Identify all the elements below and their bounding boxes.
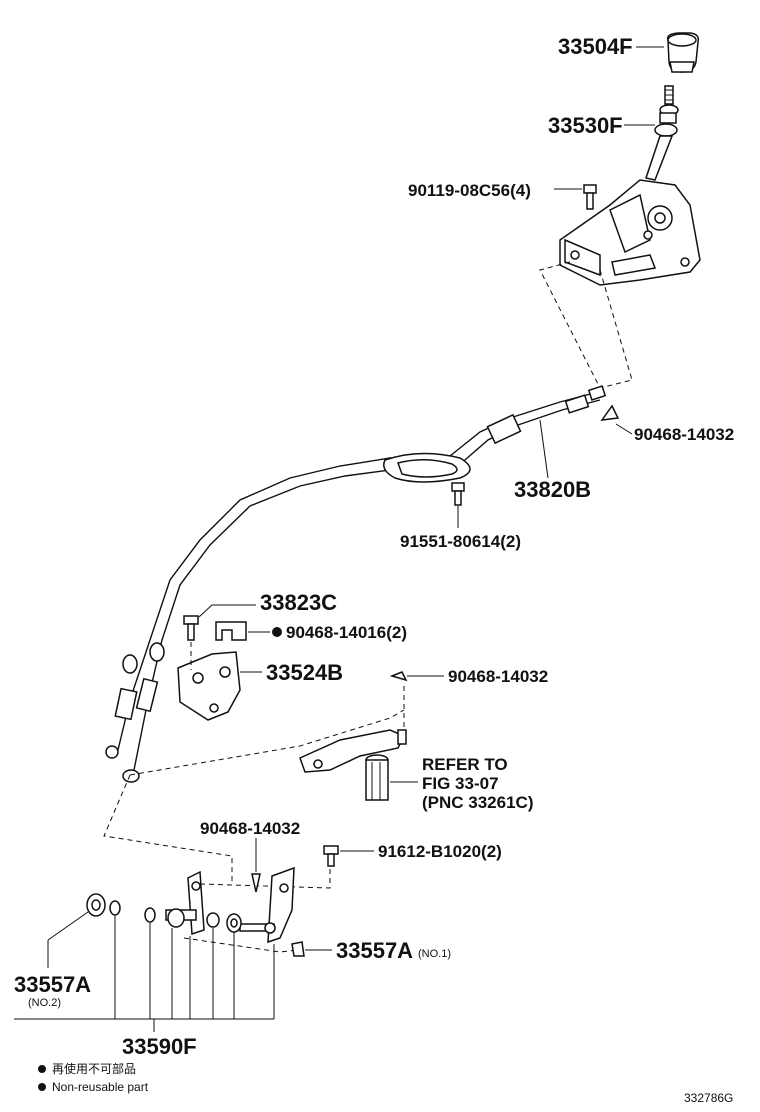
non-reusable-mark-icon [272, 627, 282, 637]
bolt-91551-part[interactable] [451, 482, 465, 506]
washer-2-part[interactable] [144, 907, 156, 923]
legend-line-cn: 再使用不可部品 [52, 1061, 136, 1076]
label-bushing-no1: 33557A [336, 938, 413, 963]
leader-bushing-no2 [47, 911, 89, 941]
leader-clip-top [615, 423, 633, 435]
shift-shaft-assembly-part[interactable] [299, 729, 407, 801]
bracket-33524-part[interactable] [177, 651, 241, 721]
label-bolt-33823: 33823C [260, 590, 337, 615]
shift-linkage-part[interactable] [165, 866, 295, 944]
leader-bolt-33823 [198, 604, 213, 618]
figure-id: 332786G [684, 1091, 733, 1105]
bolt-91612-part[interactable] [323, 845, 339, 867]
label-bolt-90119: 90119-08C56(4) [408, 181, 531, 200]
clip-lower-part[interactable] [251, 873, 261, 893]
shift-knob-part[interactable] [666, 32, 700, 73]
label-kit: 33590F [122, 1034, 197, 1059]
bolt-33823-part[interactable] [183, 615, 199, 641]
transmission-control-cable-part[interactable] [105, 385, 607, 783]
legend-bullet-icon-2 [38, 1083, 46, 1091]
bushing-3-part[interactable] [226, 913, 242, 933]
shift-lever-housing-part[interactable] [559, 179, 701, 286]
label-bracket: 33524B [266, 660, 343, 685]
washer-3-part[interactable] [206, 912, 220, 928]
label-refer-line2: FIG 33-07 [422, 774, 499, 793]
leader-cable [539, 419, 549, 479]
link-cable-shaft [129, 709, 405, 776]
link-cable-linkage [103, 774, 233, 884]
shift-lever-part[interactable] [645, 85, 679, 181]
label-bushing-no1-sub: (NO.1) [418, 948, 451, 960]
label-bushing-no2-sub: (NO.2) [28, 997, 61, 1009]
bushing-no1-part[interactable] [291, 941, 305, 957]
label-refer-line3: (PNC 33261C) [422, 793, 534, 812]
label-clip-mid: 90468-14032 [448, 667, 548, 686]
clip-mid-part[interactable] [389, 671, 408, 682]
label-shift-lever: 33530F [548, 113, 623, 138]
label-bushing-no2: 33557A [14, 972, 91, 997]
label-bolt-91551: 91551-80614(2) [400, 532, 521, 551]
bolt-90119-part[interactable] [583, 184, 597, 210]
bushing-no2-part[interactable] [86, 893, 106, 917]
label-refer-line1: REFER TO [422, 755, 508, 774]
label-clip-lower: 90468-14032 [200, 819, 300, 838]
clip-14016-part[interactable] [215, 621, 247, 641]
kit-bracket-lines [14, 916, 275, 1032]
label-shift-knob: 33504F [558, 34, 633, 59]
legend-bullet-icon [38, 1065, 46, 1073]
washer-1-part[interactable] [109, 900, 121, 916]
label-bolt-91612: 91612-B1020(2) [378, 842, 502, 861]
label-clip-14016: 90468-14016(2) [286, 623, 407, 642]
label-cable: 33820B [514, 477, 591, 502]
clip-top-part[interactable] [600, 404, 620, 421]
label-clip-top: 90468-14032 [634, 425, 734, 444]
legend-line-en: Non-reusable part [52, 1080, 149, 1094]
